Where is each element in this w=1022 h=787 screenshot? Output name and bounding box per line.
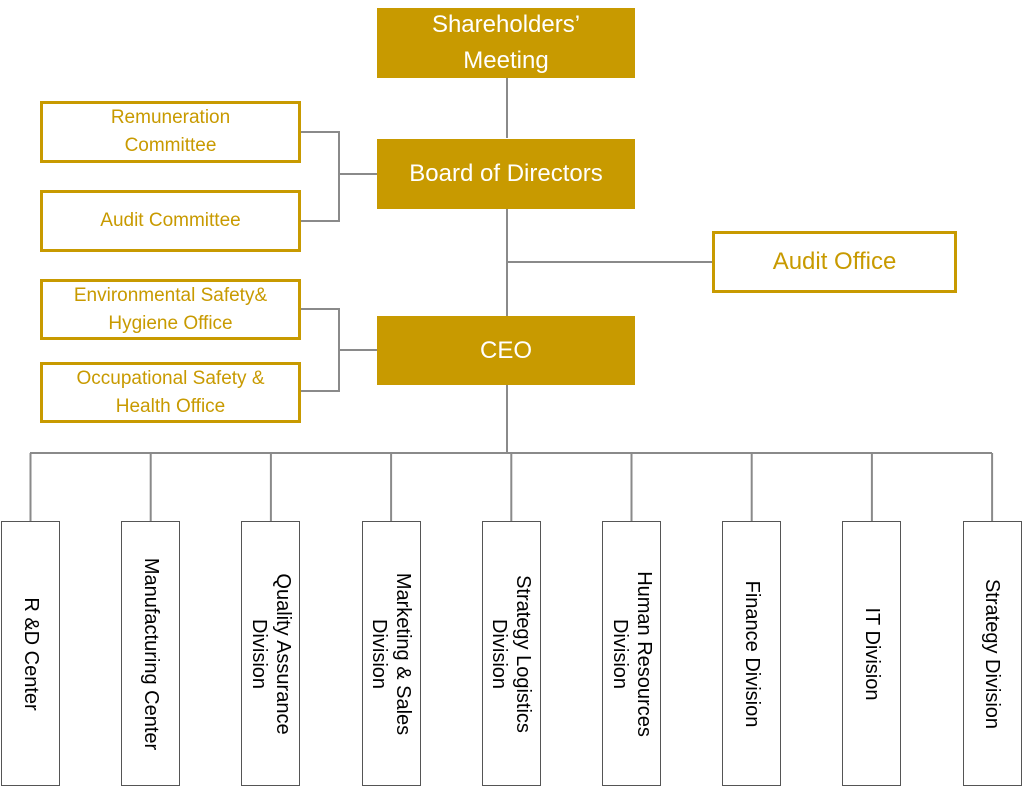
division-box-5: Human Resources Division: [602, 521, 661, 786]
division-box-1: Manufacturing Center: [121, 521, 181, 786]
division-label: Strategy Division: [981, 578, 1004, 729]
division-label: R &D Center: [19, 596, 42, 711]
connector-committees: [301, 131, 340, 222]
environmental-safety-office-box: Environmental Safety& Hygiene Office: [40, 279, 301, 340]
division-drop-lines: [29, 453, 994, 521]
division-label: Strategy Logistics Division: [488, 574, 535, 733]
remuneration-committee-box: Remuneration Committee: [40, 101, 301, 163]
audit-committee-box: Audit Committee: [40, 190, 301, 252]
division-box-3: Marketing & Sales Division: [361, 521, 421, 786]
division-label: Manufacturing Center: [139, 557, 162, 750]
occupational-safety-office-box: Occupational Safety & Health Office: [40, 362, 301, 423]
ceo-box: CEO: [377, 316, 635, 385]
division-box-6: Finance Division: [722, 521, 782, 786]
division-box-4: Strategy Logistics Division: [481, 521, 541, 786]
division-label: Human Resources Division: [608, 570, 655, 737]
division-box-8: Strategy Division: [962, 521, 1022, 786]
division-box-0: R &D Center: [1, 521, 60, 786]
division-label: Quality Assurance Division: [247, 572, 294, 735]
board-of-directors-box: Board of Directors: [377, 139, 635, 209]
audit-office-box: Audit Office: [712, 231, 957, 293]
shareholders-meeting-box: Shareholders’ Meeting: [377, 8, 635, 78]
connector-offices: [301, 308, 340, 392]
division-label: Finance Division: [740, 580, 763, 727]
division-box-7: IT Division: [842, 521, 902, 786]
division-box-2: Quality Assurance Division: [241, 521, 301, 786]
division-label: IT Division: [860, 607, 883, 700]
division-label: Marketing & Sales Division: [368, 572, 415, 735]
